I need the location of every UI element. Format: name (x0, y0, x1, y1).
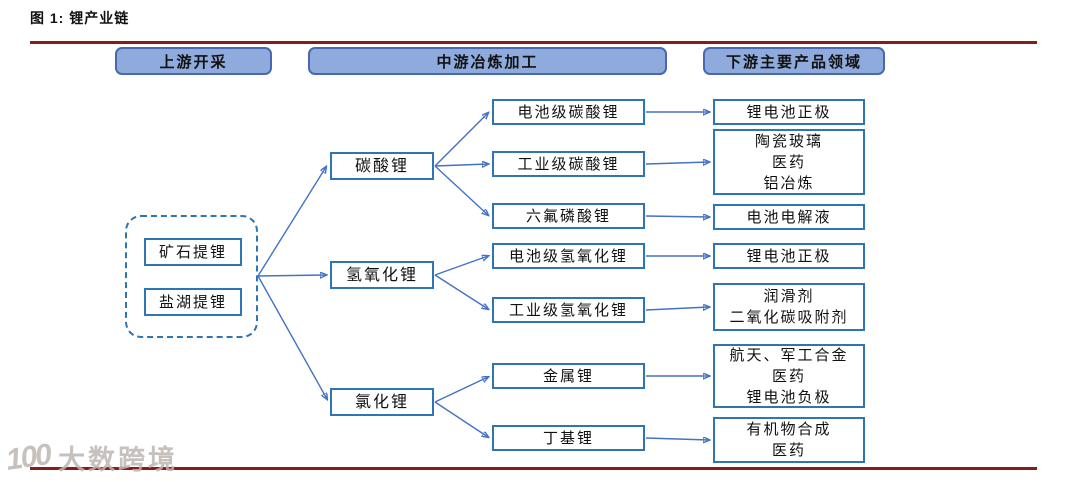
header-midstream-smelting: 中游冶炼加工 (308, 47, 667, 75)
node-industrial-grade-lithium-hydroxide: 工业级氢氧化锂 (492, 297, 645, 323)
node-industrial-grade-lithium-carbonate: 工业级碳酸锂 (492, 151, 645, 177)
node-ore-lithium-extraction: 矿石提锂 (144, 238, 242, 266)
node-app-ceramics-glass-pharma-aluminum: 陶瓷玻璃 医药 铝冶炼 (713, 129, 865, 195)
node-lithium-carbonate: 碳酸锂 (330, 152, 434, 180)
node-lithium-metal: 金属锂 (492, 363, 645, 389)
node-battery-grade-lithium-carbonate: 电池级碳酸锂 (492, 99, 645, 125)
node-app-battery-electrolyte: 电池电解液 (713, 204, 865, 230)
header-upstream-mining: 上游开采 (115, 47, 272, 75)
watermark-logo-icon: 100 (3, 437, 53, 477)
top-divider-line (30, 41, 1037, 44)
bottom-divider-line (30, 467, 1037, 470)
node-lithium-chloride: 氯化锂 (330, 388, 434, 416)
watermark: 100 大数跨境 (3, 437, 179, 477)
node-lithium-hexafluorophosphate: 六氟磷酸锂 (492, 203, 645, 229)
node-app-organic-synthesis-pharma: 有机物合成 医药 (713, 417, 865, 463)
node-butyllithium: 丁基锂 (492, 425, 645, 451)
node-app-battery-cathode-1: 锂电池正极 (713, 99, 865, 125)
header-downstream-products: 下游主要产品领域 (703, 47, 885, 75)
node-lithium-hydroxide: 氢氧化锂 (330, 261, 434, 289)
node-salt-lake-lithium-extraction: 盐湖提锂 (144, 288, 242, 316)
node-app-lubricant-co2-adsorbent: 润滑剂 二氧化碳吸附剂 (713, 283, 865, 331)
figure-title: 图 1: 锂产业链 (30, 10, 130, 26)
node-app-aerospace-military-alloy-anode: 航天、军工合金 医药 锂电池负极 (713, 344, 865, 408)
watermark-text: 大数跨境 (58, 445, 179, 475)
node-app-battery-cathode-2: 锂电池正极 (713, 243, 865, 269)
upstream-group-box: 矿石提锂 盐湖提锂 (125, 215, 258, 338)
node-battery-grade-lithium-hydroxide: 电池级氢氧化锂 (492, 243, 645, 269)
